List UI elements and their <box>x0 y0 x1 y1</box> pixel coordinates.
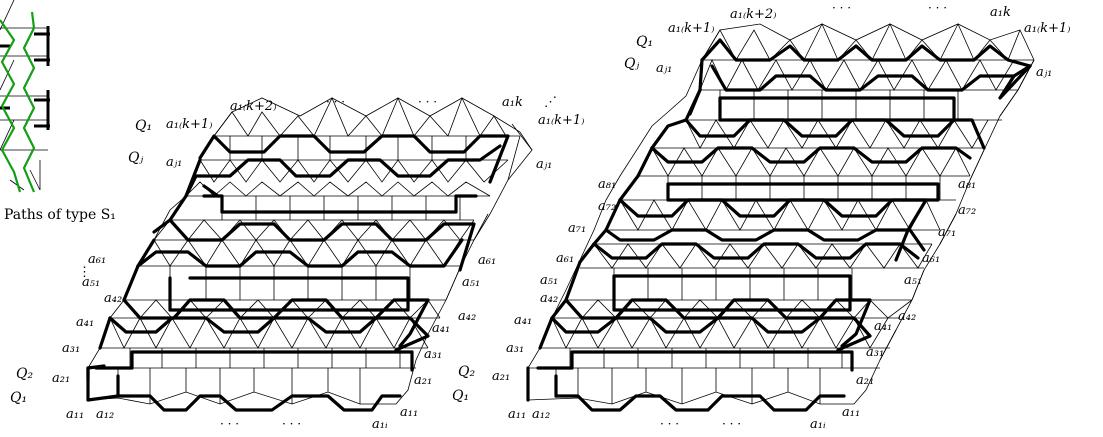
left-label-a1k1-top-left: a₁₍k+1₎ <box>166 117 212 132</box>
right-label-dots-top-b: · · · <box>928 1 947 15</box>
right-tiling-thick-paths <box>526 38 1032 412</box>
left-label-aj1-left: aⱼ₁ <box>166 155 182 170</box>
left-label-q2: Q₂ <box>16 366 33 382</box>
s1-green-path-right <box>22 11 36 193</box>
right-label-q2: Q₂ <box>458 364 475 380</box>
left-tiling: Q₁ a₁₍k+1₎ a₁₍k+2₎ · · · · · · a₁k a₁₍k+… <box>10 95 584 432</box>
left-label-a1k1-top-right: a₁₍k+1₎ <box>538 113 584 128</box>
left-label-a51-right: a₅₁ <box>462 275 480 290</box>
right-label-a12: a₁₂ <box>532 407 550 422</box>
left-label-a1k: a₁k <box>502 95 523 110</box>
right-label-a72-left: a₇₂ <box>598 199 616 214</box>
left-label-q1-top: Q₁ <box>135 118 152 134</box>
left-label-dots-top-b: · · · <box>418 95 437 109</box>
left-label-a61-right: a₆₁ <box>478 253 496 268</box>
left-label-a41-left: a₄₁ <box>76 315 94 330</box>
right-label-a72-right: a₇₂ <box>958 203 976 218</box>
left-label-dots-top-a: · · · <box>326 95 345 109</box>
left-label-a31-right: a₃₁ <box>424 347 442 362</box>
right-label-a1k1-top-left: a₁₍k+1₎ <box>668 21 714 36</box>
right-label-q1-bottom: Q₁ <box>452 388 469 404</box>
left-vertical-ellipsis: ⋮ <box>78 265 91 280</box>
left-label-q1-bottom: Q₁ <box>10 390 27 406</box>
left-label-a61-left: a₆₁ <box>88 252 106 267</box>
right-label-a1k2: a₁₍k+2₎ <box>730 7 776 22</box>
left-label-a11-left: a₁₁ <box>66 407 84 422</box>
right-label-a51-right: a₅₁ <box>904 273 922 288</box>
right-label-a42-right: a₄₂ <box>898 309 916 324</box>
right-label-dots-bottom-a: · · · <box>660 417 679 431</box>
right-label-a61-right: a₆₁ <box>922 251 940 266</box>
right-label-a71-right: a₇₁ <box>938 225 956 240</box>
right-label-a61-left: a₆₁ <box>556 251 574 266</box>
right-label-dots-bottom-b: · · · <box>722 417 741 431</box>
left-label-a31-left: a₃₁ <box>62 341 80 356</box>
right-tiling-labels: Q₁ a₁₍k+1₎ a₁₍k+2₎ · · · · · · a₁k a₁₍k+… <box>452 1 1070 432</box>
right-label-a41-right: a₄₁ <box>874 319 892 334</box>
right-label-a1k1-top-right: a₁₍k+1₎ <box>1024 21 1070 36</box>
right-label-aj1-right: aⱼ₁ <box>1036 65 1052 80</box>
left-label-a1i: a₁ᵢ <box>372 417 388 432</box>
left-label-dots-bottom-a: · · · <box>220 417 239 431</box>
left-label-a11-right: a₁₁ <box>400 405 418 420</box>
right-label-a11-left: a₁₁ <box>508 407 526 422</box>
left-label-a21-right: a₂₁ <box>414 373 432 388</box>
left-label-a42-left: a₄₂ <box>104 291 122 306</box>
left-label-qj: Qⱼ <box>128 150 143 166</box>
right-label-a31-right: a₃₁ <box>866 345 884 360</box>
s1-caption: Paths of type S₁ <box>4 207 116 223</box>
right-label-a31-left: a₃₁ <box>506 341 524 356</box>
right-label-qj: Qⱼ <box>624 56 639 72</box>
right-label-a11-right: a₁₁ <box>842 405 860 420</box>
left-label-a12: a₁₂ <box>96 407 114 422</box>
right-label-a21-right: a₂₁ <box>856 373 874 388</box>
right-label-a81-left: a₈₁ <box>598 177 616 192</box>
right-label-a81-right: a₈₁ <box>958 177 976 192</box>
right-label-a71-left: a₇₁ <box>568 221 586 236</box>
left-label-dots-bottom-b: · · · <box>282 417 301 431</box>
right-label-a1i: a₁ᵢ <box>810 417 826 432</box>
right-tiling: Q₁ a₁₍k+1₎ a₁₍k+2₎ · · · · · · a₁k a₁₍k+… <box>452 1 1070 432</box>
right-label-a41-left: a₄₁ <box>514 313 532 328</box>
right-label-a42-left: a₄₂ <box>540 291 558 306</box>
right-label-aj1-left: aⱼ₁ <box>656 61 672 76</box>
left-label-a42-right: a₄₂ <box>458 309 476 324</box>
left-label-aj1-right: aⱼ₁ <box>536 157 552 172</box>
right-label-dots-top-a: · · · <box>832 1 851 15</box>
right-label-a1k: a₁k <box>990 5 1011 20</box>
s1-path-sample: Paths of type S₁ <box>0 0 116 223</box>
s1-green-path-left <box>0 19 22 193</box>
left-label-a51-left: a₅₁ <box>82 275 100 290</box>
left-top-ellipsis: ⋰ <box>544 95 557 110</box>
left-tiling-thick-paths <box>86 134 510 412</box>
right-label-a51-left: a₅₁ <box>540 273 558 288</box>
left-label-a21-left: a₂₁ <box>52 371 70 386</box>
right-label-q1-top: Q₁ <box>636 34 653 50</box>
left-tiling-labels: Q₁ a₁₍k+1₎ a₁₍k+2₎ · · · · · · a₁k a₁₍k+… <box>10 95 584 432</box>
left-label-a41-right: a₄₁ <box>432 321 450 336</box>
right-label-a21-left: a₂₁ <box>492 369 510 384</box>
left-label-a1k2: a₁₍k+2₎ <box>230 99 276 114</box>
